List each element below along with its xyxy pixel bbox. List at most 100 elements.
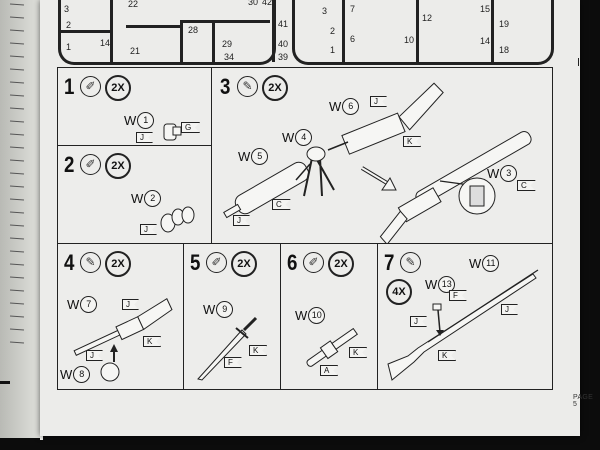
sprue-part-number: 15: [480, 4, 491, 14]
sprue-part-number: 18: [499, 45, 510, 55]
ruled-line: [9, 341, 25, 344]
sprue-divider: [342, 0, 345, 62]
sprue-part-number: 28: [188, 25, 199, 35]
paint-brush-icon: ✐: [303, 252, 324, 273]
ruled-line: [9, 315, 25, 318]
sprue-part-number: 7: [350, 4, 356, 14]
ruled-line: [9, 68, 25, 71]
sprue-right: [292, 0, 554, 65]
paint-brush-icon: ✐: [80, 76, 101, 97]
sprue-divider: [416, 0, 419, 62]
step-number: 4: [64, 250, 75, 275]
ruled-line: [9, 302, 25, 305]
ruled-line: [9, 328, 25, 331]
step-number: 5: [190, 250, 201, 275]
glue-tube-icon: ✎: [400, 252, 421, 273]
rifle-drawing: [387, 269, 539, 381]
ruled-line: [9, 250, 25, 253]
page-number-label: PAGE 5: [573, 394, 594, 408]
ruled-line: [9, 94, 25, 97]
ruled-line: [9, 237, 25, 240]
bayonet-drawing: [197, 316, 258, 381]
instruction-page: 3 22 30 2 14 21 28 1 29 34 42 41 40 39 3…: [40, 0, 593, 436]
ruled-line: [9, 16, 25, 19]
paint-brush-icon: ✐: [80, 154, 101, 175]
ruled-line: [9, 29, 25, 32]
sprue-part-number: 22: [128, 0, 139, 9]
sprue-divider: [58, 30, 110, 33]
sprue-divider: [126, 25, 181, 28]
sprue-part-number: 14: [100, 38, 111, 48]
sprue-part-number: 40: [278, 39, 289, 49]
glue-tube-icon: ✎: [237, 76, 258, 97]
sprue-part-number: 3: [64, 4, 70, 14]
paint-brush-icon: ✐: [206, 252, 227, 273]
part-drawing: [160, 206, 195, 233]
quantity-badge: 2X: [105, 75, 131, 101]
sprue-divider: [110, 0, 113, 62]
sprue-divider: [212, 20, 215, 62]
grenade-drawing: [306, 327, 358, 367]
sprue-part-number: 1: [66, 42, 72, 52]
quantity-badge: 2X: [231, 251, 257, 277]
ruled-line: [9, 211, 25, 214]
ruled-line: [9, 146, 25, 149]
sprue-frame: [272, 0, 275, 62]
ruled-line: [9, 42, 25, 45]
sprue-divider: [180, 20, 183, 62]
quantity-badge: 2X: [262, 75, 288, 101]
sprue-part-number: 39: [278, 52, 289, 62]
ruled-line: [9, 185, 25, 188]
step-number: 6: [287, 250, 298, 275]
step-number: 7: [384, 250, 395, 275]
sprue-part-number: 21: [130, 46, 141, 56]
sprue-part-number: 34: [224, 52, 235, 62]
ruled-line: [9, 159, 25, 162]
ruled-line: [9, 107, 25, 110]
ruled-line: [9, 133, 25, 136]
sprue-part-number: 29: [222, 39, 233, 49]
quantity-badge: 4X: [386, 279, 412, 305]
ruled-line: [9, 276, 25, 279]
step-number: 3: [220, 74, 231, 99]
ruled-line: [9, 3, 25, 6]
sprue-part-number: 1: [330, 45, 336, 55]
glue-tube-icon: ✎: [80, 252, 101, 273]
sprue-frame: [578, 58, 579, 66]
sprue-part-number: 12: [422, 13, 433, 23]
ruled-line: [9, 263, 25, 266]
sprue-part-number: 3: [322, 6, 328, 16]
color-flag: J: [140, 224, 157, 235]
sprue-part-number: 42: [262, 0, 273, 7]
sprue-part-number: 41: [278, 19, 289, 29]
sprue-part-number: 2: [66, 20, 72, 30]
ruled-line: [9, 289, 25, 292]
color-flag: J: [136, 132, 153, 143]
sprue-divider: [180, 20, 270, 23]
machine-gun-drawing: [73, 298, 173, 382]
sprue-part-number: 10: [404, 35, 415, 45]
ruled-line: [9, 198, 25, 201]
step-number: 1: [64, 74, 75, 99]
part-drawing: [163, 123, 182, 141]
sprue-part-number: 30: [248, 0, 259, 7]
page-marker: [0, 381, 10, 384]
left-page-edge: [0, 0, 42, 438]
quantity-badge: 2X: [105, 251, 131, 277]
machine-gun-assembly-drawing: [223, 82, 532, 246]
